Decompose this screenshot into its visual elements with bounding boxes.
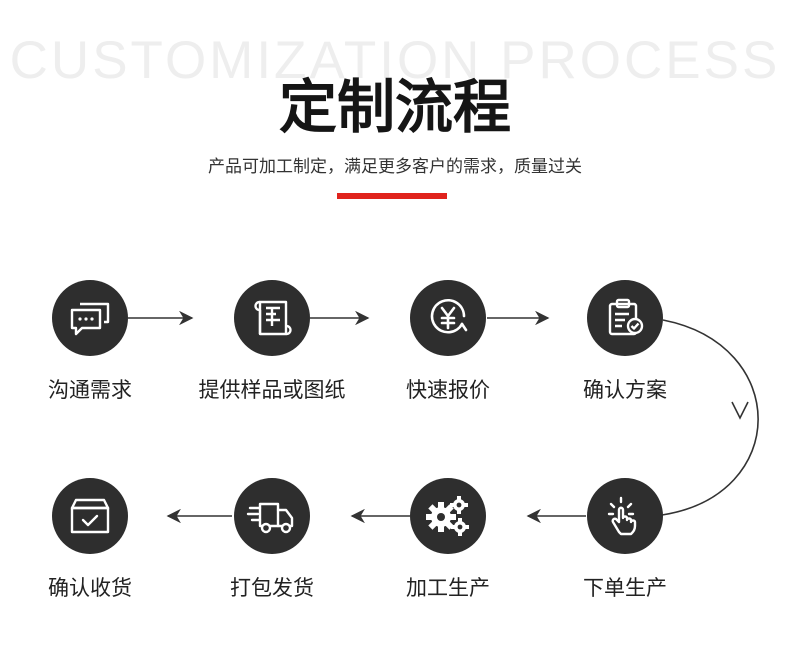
- step-place-order: 下单生产: [545, 478, 705, 602]
- received-box-icon: [70, 498, 110, 534]
- curve-arrowhead: [731, 401, 749, 420]
- step-label: 提供样品或图纸: [198, 378, 346, 402]
- step-circle: [587, 280, 663, 356]
- gears-icon: [426, 496, 469, 536]
- step-pack-ship: 打包发货: [192, 478, 352, 602]
- step-circle: [234, 280, 310, 356]
- step-confirm-receipt: 确认收货: [10, 478, 170, 602]
- step-label: 加工生产: [406, 576, 490, 600]
- page-title: 定制流程: [278, 73, 511, 141]
- chat-bubbles-icon: [70, 302, 110, 336]
- connector-4-5-curve: [661, 319, 759, 516]
- step-circle: [52, 280, 128, 356]
- clipboard-check-icon: [608, 298, 644, 336]
- step-circle: [410, 478, 486, 554]
- step-circle: [52, 478, 128, 554]
- step-processing: 加工生产: [368, 478, 528, 602]
- yen-quote-icon: [430, 299, 468, 334]
- step-circle: [410, 280, 486, 356]
- page-subtitle: 产品可加工制定，满足更多客户的需求，质量过关: [208, 157, 582, 177]
- step-label: 确认方案: [583, 378, 667, 402]
- delivery-truck-icon: [246, 502, 294, 534]
- blueprint-scroll-icon: [254, 300, 292, 336]
- title-underline: [337, 193, 447, 199]
- step-communicate: 沟通需求: [10, 280, 170, 404]
- step-quick-quote: 快速报价: [368, 280, 528, 404]
- step-circle: [234, 478, 310, 554]
- step-label: 打包发货: [230, 576, 314, 600]
- background-title: CUSTOMIZATION PROCESS: [9, 31, 781, 90]
- step-circle: [587, 478, 663, 554]
- step-label: 快速报价: [406, 378, 490, 402]
- step-label: 下单生产: [583, 576, 667, 600]
- step-provide-sample: 提供样品或图纸: [192, 280, 352, 404]
- step-label: 确认收货: [48, 576, 132, 600]
- tap-hand-icon: [607, 496, 637, 536]
- step-confirm-plan: 确认方案: [545, 280, 705, 404]
- step-label: 沟通需求: [48, 378, 132, 402]
